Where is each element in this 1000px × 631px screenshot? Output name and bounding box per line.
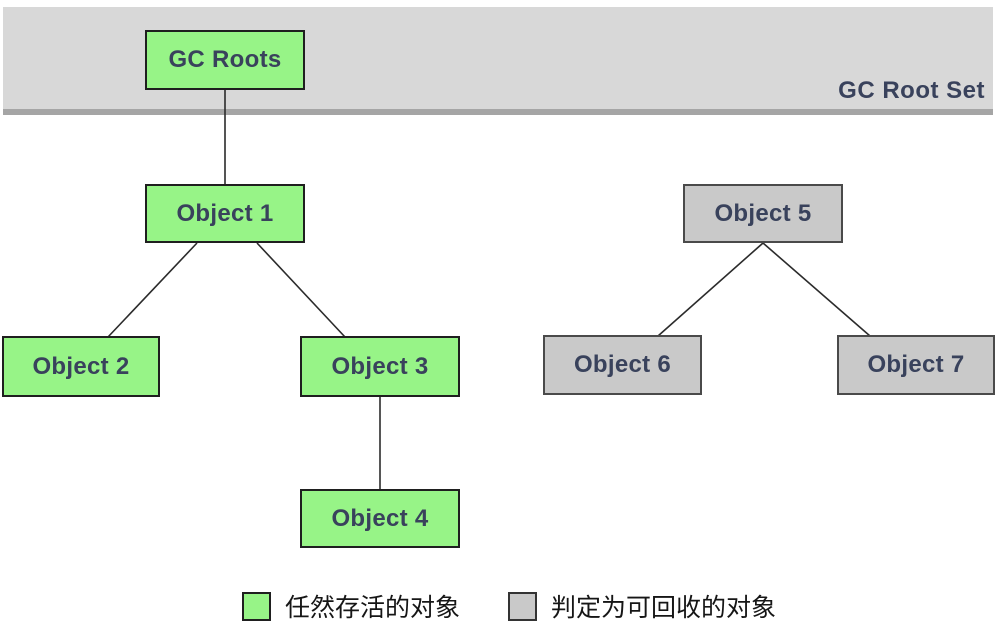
- edge-object5-object7: [762, 242, 871, 337]
- band-label: GC Root Set: [838, 77, 985, 104]
- legend-label-garbage: 判定为可回收的对象: [551, 594, 777, 622]
- node-gc-roots: GC Roots: [145, 30, 305, 90]
- edge-object1-object2: [107, 242, 198, 338]
- node-object-4: Object 4: [300, 489, 460, 548]
- node-object-7: Object 7: [837, 335, 995, 395]
- legend-swatch-garbage: [508, 591, 537, 621]
- node-object-5: Object 5: [683, 184, 843, 243]
- node-object-6: Object 6: [543, 335, 702, 395]
- legend-item-live: 任然存活的对象: [242, 591, 461, 622]
- legend-swatch-live: [242, 591, 271, 621]
- node-object-3: Object 3: [300, 336, 460, 397]
- legend-item-garbage: 判定为可回收的对象: [508, 591, 777, 622]
- node-object-1: Object 1: [145, 184, 305, 243]
- legend-label-live: 任然存活的对象: [285, 594, 461, 622]
- edge-object1-object3: [256, 242, 346, 338]
- node-object-2: Object 2: [2, 336, 160, 397]
- edge-object5-object6: [657, 242, 764, 337]
